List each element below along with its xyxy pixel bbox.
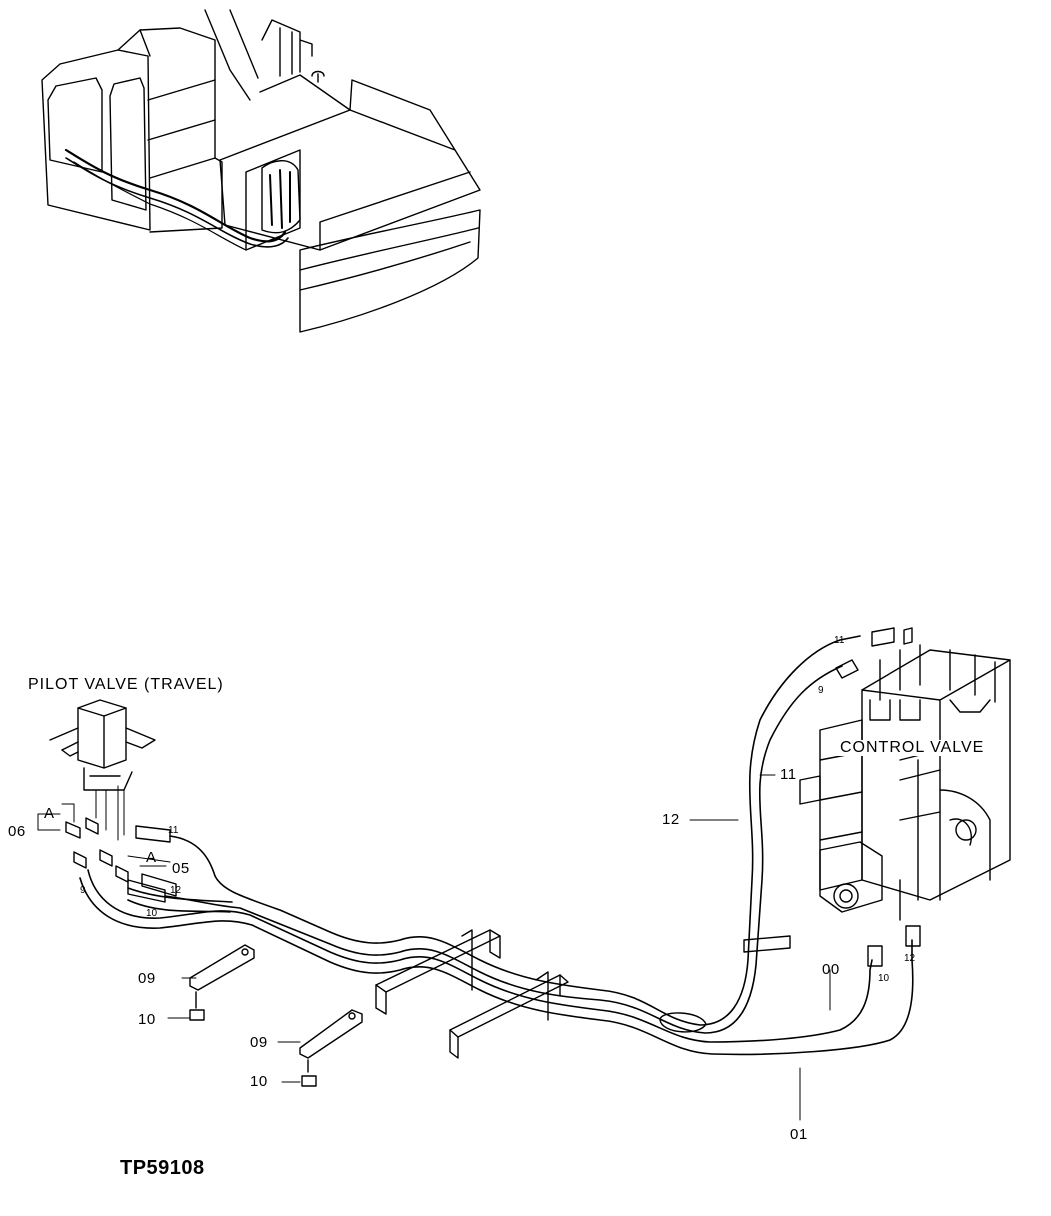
port-tag-11-left: 11 — [168, 825, 179, 836]
excavator-overview-illustration — [41, 9, 481, 333]
callout-11: 11 — [780, 766, 797, 783]
callout-06: 06 — [8, 823, 26, 840]
port-tag-12-right: 12 — [904, 953, 916, 964]
pilot-fittings-left — [65, 817, 177, 903]
callout-12: 12 — [662, 811, 680, 828]
callout-01: 01 — [790, 1126, 808, 1143]
callout-09-upper: 09 — [138, 970, 156, 987]
callout-10-upper: 10 — [138, 1011, 156, 1028]
hose-clamp-rails — [375, 929, 791, 1059]
hose-bundle — [79, 635, 914, 1056]
pilot-valve-travel-illustration — [49, 699, 156, 841]
detail-ref-a-bottom: A — [146, 849, 157, 866]
port-tag-9-right: 9 — [818, 685, 824, 696]
port-tag-10-right: 10 — [878, 973, 890, 984]
control-valve-label: CONTROL VALVE — [837, 740, 988, 756]
callout-leaders — [37, 774, 831, 1121]
control-valve-illustration — [799, 627, 1011, 967]
bracket-and-bolt-parts — [189, 944, 363, 1087]
detail-ref-a-top: A — [44, 805, 55, 822]
callout-00: 00 — [822, 961, 840, 978]
callout-05: 05 — [172, 860, 190, 877]
port-tag-9-left: 9 — [80, 885, 86, 896]
pilot-valve-label: PILOT VALVE (TRAVEL) — [28, 676, 224, 693]
port-tag-11-right: 11 — [834, 635, 845, 646]
callout-09-lower: 09 — [250, 1034, 268, 1051]
callout-10-lower: 10 — [250, 1073, 268, 1090]
port-tag-12-left: 12 — [170, 885, 182, 896]
port-tag-10-left: 10 — [146, 908, 158, 919]
drawing-code: TP59108 — [120, 1157, 205, 1179]
